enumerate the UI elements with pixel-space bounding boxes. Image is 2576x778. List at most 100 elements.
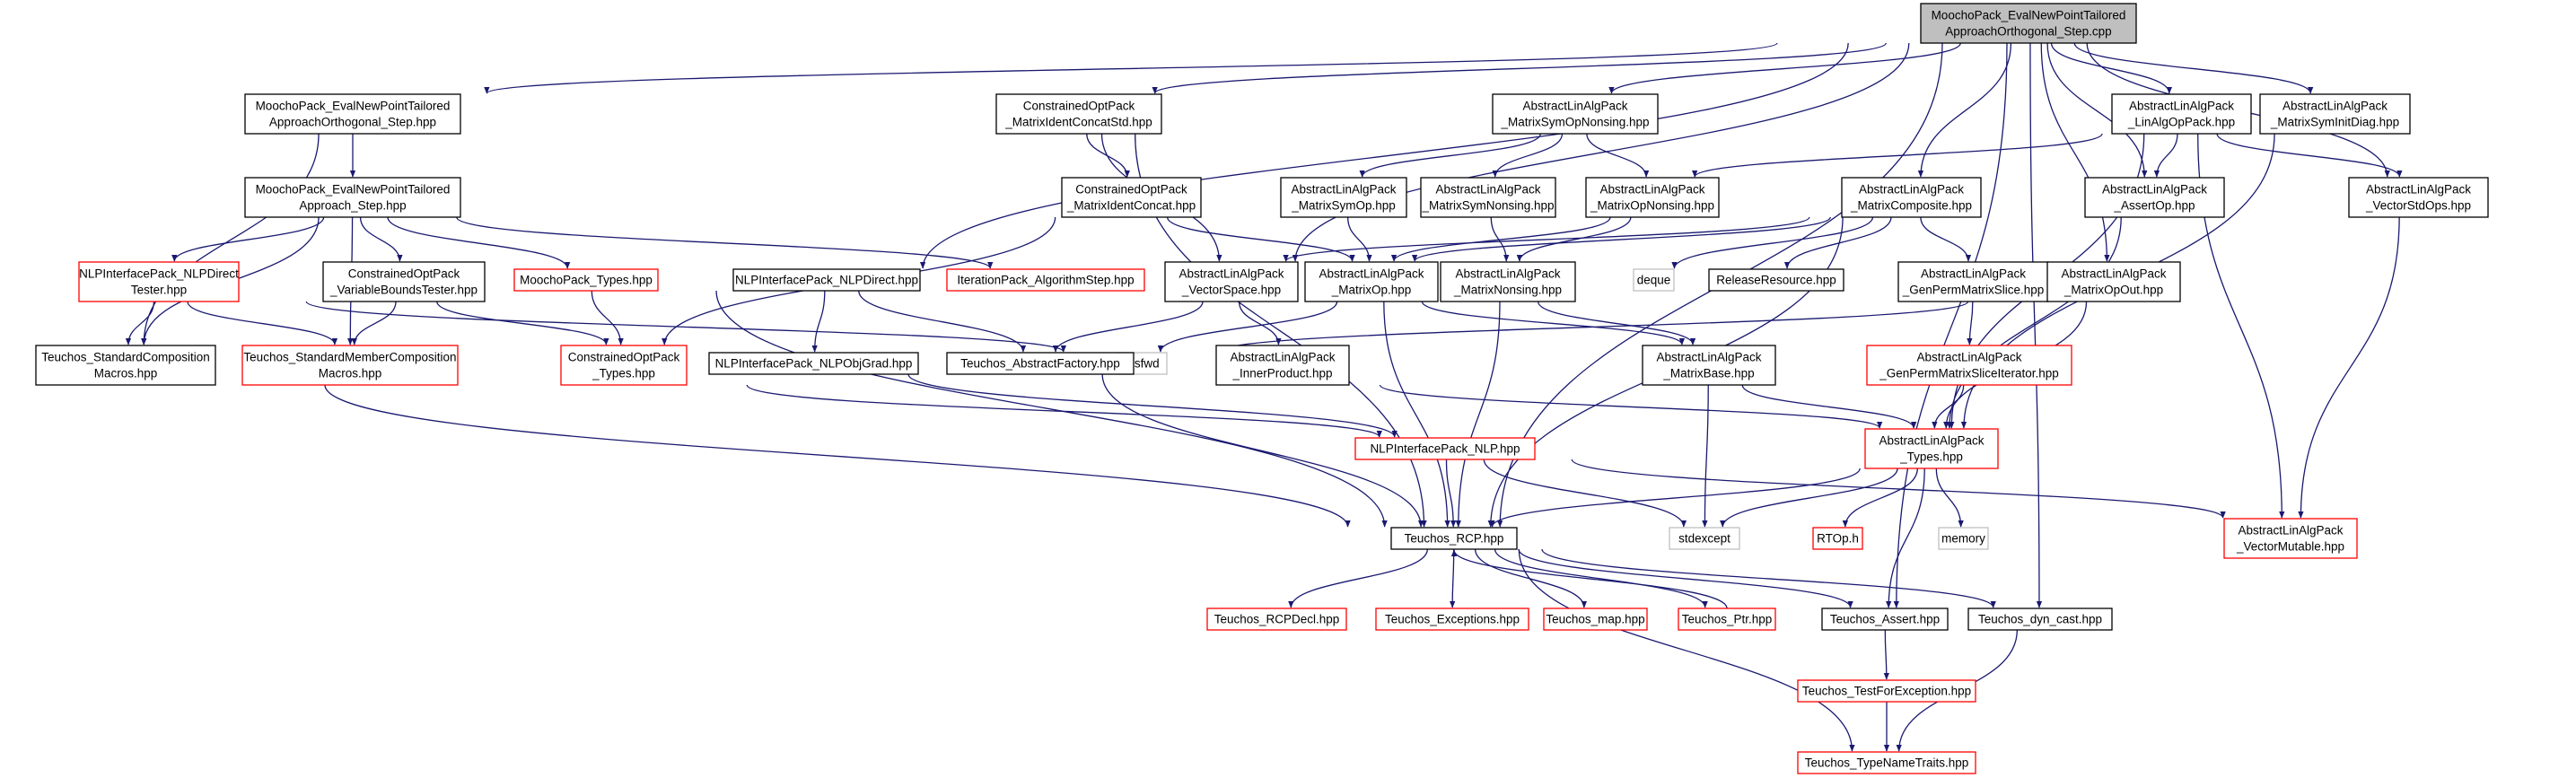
node-label: Teuchos_Exceptions.hpp [1385,613,1520,626]
node-assertop[interactable]: AbstractLinAlgPack_AssertOp.hpp [2084,177,2225,218]
node-msymop[interactable]: AbstractLinAlgPack_MatrixSymOp.hpp [1280,177,1407,218]
node-atypes[interactable]: AbstractLinAlgPack _Types.hpp [1864,428,1999,469]
node-box [2084,177,2225,218]
node-mcomp[interactable]: AbstractLinAlgPack_MatrixComposite.hpp [1841,177,1982,218]
node-box [1866,345,2072,386]
node-mtypes[interactable]: MoochoPack_Types.hpp [513,268,659,292]
node-iterstep[interactable]: IterationPack_AlgorithmStep.hpp [946,268,1145,292]
node-label: Teuchos_Ptr.hpp [1682,613,1773,626]
edge-ptr-to-rcp [1450,549,1728,609]
node-label: ApproachOrthogonal_Step.hpp [269,116,436,129]
node-msymopnon[interactable]: AbstractLinAlgPack_MatrixSymOpNonsing.hp… [1492,93,1659,135]
node-box [1938,527,1989,550]
node-vspace[interactable]: AbstractLinAlgPack_VectorSpace.hpp [1164,261,1299,302]
node-mbase[interactable]: AbstractLinAlgPack_MatrixBase.hpp [1642,345,1776,386]
node-nlpdirect[interactable]: NLPInterfacePack_NLPDirect.hpp [732,268,921,292]
node-box [1375,608,1529,631]
node-box [1864,428,1999,469]
node-box [513,268,659,292]
edge-atypes-to-rcp [1489,468,1861,528]
edge-matop-to-rcp [1383,301,1450,528]
node-matop[interactable]: AbstractLinAlgPack_MatrixOp.hpp [1304,261,1439,302]
edge-root-to-msymopnon [1608,42,1961,94]
node-eno_hpp[interactable]: MoochoPack_EvalNewPointTailoredApproachO… [244,93,461,135]
edge-msymop-to-matop [1347,216,1372,262]
node-mics[interactable]: ConstrainedOptPack_MatrixIdentConcatStd.… [995,93,1162,135]
node-approach[interactable]: MoochoPack_EvalNewPointTailoredApproach_… [244,177,461,218]
node-label: RTOp.h [1817,532,1859,546]
node-label: Teuchos_StandardComposition [41,351,210,364]
node-label: AbstractLinAlgPack [1599,183,1704,197]
node-rcpdecl[interactable]: Teuchos_RCPDecl.hpp [1206,608,1347,631]
node-label: _MatrixOpOut.hpp [2063,284,2163,297]
node-tassert[interactable]: Teuchos_Assert.hpp [1821,608,1949,631]
node-testexc[interactable]: Teuchos_TestForException.hpp [1797,679,1976,703]
node-box [1304,261,1439,302]
node-label: Teuchos_RCP.hpp [1405,532,1504,546]
node-label: AbstractLinAlgPack [1879,434,1984,448]
node-root[interactable]: MoochoPack_EvalNewPointTailoredApproachO… [1920,3,2137,44]
node-label: Approach_Step.hpp [299,199,406,213]
node-mopout[interactable]: AbstractLinAlgPack_MatrixOpOut.hpp [2046,261,2181,302]
node-label: _MatrixIdentConcat.hpp [1066,199,1196,213]
node-coptypes[interactable]: ConstrainedOptPack_Types.hpp [560,345,688,386]
node-linalgop[interactable]: AbstractLinAlgPack_LinAlgOpPack.hpp [2111,93,2252,135]
node-vmut[interactable]: AbstractLinAlgPack_VectorMutable.hpp [2223,518,2358,559]
node-nlpobj[interactable]: NLPInterfacePack_NLPObjGrad.hpp [708,352,919,375]
node-msyminit[interactable]: AbstractLinAlgPack_MatrixSymInitDiag.hpp [2259,93,2411,135]
node-map[interactable]: Teuchos_map.hpp [1543,608,1648,631]
node-label: _AssertOp.hpp [2113,199,2195,213]
node-tnt[interactable]: Teuchos_TypeNameTraits.hpp [1797,751,1976,774]
node-box [732,268,921,292]
node-deque: deque [1633,268,1675,292]
node-rcp[interactable]: Teuchos_RCP.hpp [1390,527,1518,550]
edge-rcp-to-dyncast [1541,548,1996,608]
node-label: _VectorMutable.hpp [2236,540,2344,554]
node-box [1585,177,1720,218]
node-relres[interactable]: ReleaseResource.hpp [1708,268,1844,292]
node-mnonsing[interactable]: AbstractLinAlgPack_MatrixNonsing.hpp [1440,261,1576,302]
edge-vspace-to-innerprod [1238,301,1282,345]
node-label: _GenPermMatrixSliceIterator.hpp [1879,367,2059,380]
node-label: _MatrixSymOp.hpp [1291,199,1396,213]
node-nlp[interactable]: NLPInterfacePack_NLP.hpp [1354,437,1536,460]
node-genperm[interactable]: AbstractLinAlgPack_GenPermMatrixSlice.hp… [1897,261,2049,302]
node-label: AbstractLinAlgPack [1230,351,1335,364]
node-label: _Types.hpp [1899,450,1963,464]
node-msymnon[interactable]: AbstractLinAlgPack_MatrixSymNonsing.hpp [1420,177,1556,218]
node-dyncast[interactable]: Teuchos_dyn_cast.hpp [1967,608,2113,631]
node-box [1642,345,1776,386]
node-label: memory [1941,532,1985,546]
node-rtop[interactable]: RTOp.h [1812,527,1863,550]
node-stdexcept: stdexcept [1669,527,1740,550]
node-label: _LinAlgOpPack.hpp [2127,116,2235,129]
edge-mopnon-to-matop [1390,216,1611,262]
node-mic[interactable]: ConstrainedOptPack_MatrixIdentConcat.hpp [1061,177,1202,218]
node-box [2046,261,2181,302]
node-label: MoochoPack_EvalNewPointTailored [1932,9,2126,22]
node-box [1678,608,1776,631]
node-stdmem[interactable]: Teuchos_StandardMemberCompositionMacros.… [241,345,459,386]
node-vbt[interactable]: ConstrainedOptPack_VariableBoundsTester.… [322,261,486,302]
node-gpmsi[interactable]: AbstractLinAlgPack_GenPermMatrixSliceIte… [1866,345,2072,386]
node-box [244,177,461,218]
node-mopnon[interactable]: AbstractLinAlgPack_MatrixOpNonsing.hpp [1585,177,1720,218]
node-label: AbstractLinAlgPack [1522,100,1627,113]
edge-rcp-to-exceptions [1449,548,1456,608]
node-box [35,345,216,386]
node-innerprod[interactable]: AbstractLinAlgPack_InnerProduct.hpp [1215,345,1350,386]
node-box [1821,608,1949,631]
node-ptr[interactable]: Teuchos_Ptr.hpp [1678,608,1776,631]
edge-atypes-to-stdexcept [1720,468,1898,528]
node-absfact[interactable]: Teuchos_AbstractFactory.hpp [946,352,1135,375]
edge-tassert-to-testexc [1883,629,1890,680]
node-exceptions[interactable]: Teuchos_Exceptions.hpp [1375,608,1529,631]
node-vstdops[interactable]: AbstractLinAlgPack_VectorStdOps.hpp [2348,177,2489,218]
edge-linalgop-to-mopnon [1692,133,2103,178]
node-label: MoochoPack_Types.hpp [520,274,653,287]
node-memory: memory [1938,527,1989,550]
edge-linalgop-to-vstdops [2216,133,2403,178]
